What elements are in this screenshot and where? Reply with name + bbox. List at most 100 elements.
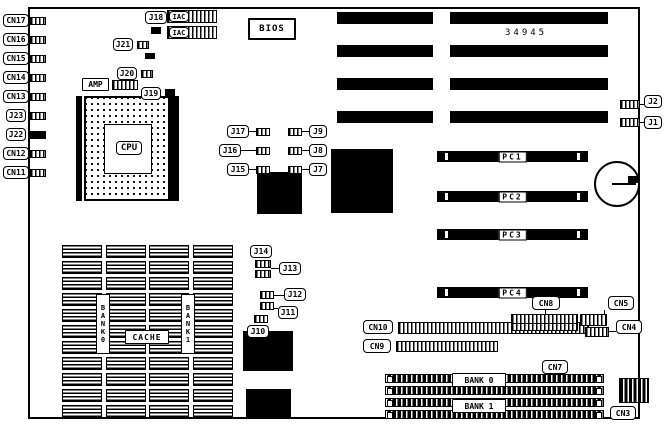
label-j2: J2 — [644, 95, 662, 108]
label-bank1-cache: BANK1 — [181, 294, 195, 354]
connector-j17 — [256, 128, 270, 136]
connector-cn15 — [30, 55, 46, 63]
isa-slot-4-left — [337, 111, 433, 123]
label-cn12: CN12 — [3, 147, 29, 160]
battery-clip-bar — [612, 183, 636, 185]
label-j23: J23 — [6, 109, 26, 122]
cache-chip — [149, 405, 189, 418]
label-cn9: CN9 — [363, 339, 391, 353]
cache-chip — [106, 309, 146, 322]
cache-chip — [149, 357, 189, 370]
cache-chip — [62, 373, 102, 386]
pci-slot-notch — [577, 193, 580, 200]
connector-cn12 — [30, 150, 46, 158]
pci-slot-notch — [577, 153, 580, 160]
leader-j9 — [302, 131, 309, 132]
isa-slot-2-left — [337, 45, 433, 57]
isa-slot-1-right — [450, 12, 608, 24]
qfp-chip-a — [257, 172, 302, 214]
pci-slot-notch — [445, 193, 448, 200]
cache-chip — [62, 261, 102, 274]
label-cn4: CN4 — [616, 320, 642, 334]
cache-chip — [106, 405, 146, 418]
leader-j11 — [274, 308, 278, 309]
part-number: 34945 — [505, 28, 548, 38]
leader-cn8 — [545, 310, 546, 314]
cache-chip-array — [62, 245, 233, 418]
cache-chip — [149, 389, 189, 402]
label-cn8: CN8 — [532, 296, 560, 310]
connector-j2 — [620, 100, 640, 109]
leader-j12 — [274, 295, 284, 296]
label-pc1: PC1 — [498, 151, 527, 162]
label-cn5: CN5 — [608, 296, 634, 310]
label-cn10: CN10 — [363, 320, 393, 334]
label-j16: J16 — [219, 144, 241, 157]
amp-connector — [112, 80, 138, 90]
isa-slot-2-right — [450, 45, 608, 57]
label-j15: J15 — [227, 163, 249, 176]
simm-slot-2 — [385, 386, 604, 395]
cpu-side-bar-left — [76, 96, 82, 201]
pci-slot-notch — [445, 153, 448, 160]
cache-chip — [193, 245, 233, 258]
label-j17: J17 — [227, 125, 249, 138]
label-j18: J18 — [145, 11, 167, 24]
label-cache: CACHE — [125, 330, 169, 344]
label-iac-2: IAC — [169, 27, 189, 38]
connector-j13 — [255, 270, 271, 278]
label-amp: AMP — [82, 78, 109, 91]
connector-j20 — [141, 70, 153, 78]
label-j10: J10 — [247, 325, 269, 338]
label-j22: J22 — [6, 128, 26, 141]
cache-chip — [106, 245, 146, 258]
connector-j21 — [137, 41, 149, 49]
connector-j18 — [151, 27, 161, 34]
isa-slot-1-left — [337, 12, 433, 24]
label-cn11: CN11 — [3, 166, 29, 179]
label-cn16: CN16 — [3, 33, 29, 46]
cache-chip — [106, 357, 146, 370]
pci-slot-1: PC1 — [437, 151, 588, 162]
label-cn3: CN3 — [610, 406, 636, 420]
bios-chip: BIOS — [248, 18, 296, 40]
isa-slot-3-left — [337, 78, 433, 90]
label-j14: J14 — [250, 245, 272, 258]
pci-slot-notch — [445, 289, 448, 296]
connector-cn16 — [30, 36, 46, 44]
pci-slot-3: PC3 — [437, 229, 588, 240]
cache-chip — [193, 405, 233, 418]
connector-j9 — [288, 128, 302, 136]
pci-slot-notch — [577, 289, 580, 296]
cache-chip — [149, 261, 189, 274]
leader-j15 — [249, 169, 256, 170]
connector-cn5 — [580, 314, 607, 326]
cache-chip — [193, 277, 233, 290]
cache-chip — [62, 357, 102, 370]
connector-cn9 — [396, 341, 498, 352]
label-pc3: PC3 — [498, 229, 527, 240]
cn8-pin-row-divider — [512, 323, 577, 324]
cpu-side-bar-right — [169, 96, 179, 201]
leader-j16 — [241, 150, 256, 151]
leader-j13 — [271, 268, 279, 269]
qfp-chip-b — [331, 149, 393, 213]
connector-cn8 — [511, 314, 578, 331]
cache-chip — [106, 261, 146, 274]
isa-slot-4-right — [450, 111, 608, 123]
label-bank0-cache: BANK0 — [96, 294, 110, 354]
connector-j11 — [260, 302, 274, 310]
cache-chip — [149, 373, 189, 386]
cache-chip — [193, 325, 233, 338]
connector-j16 — [256, 147, 270, 155]
cache-chip — [62, 277, 102, 290]
connector-j22 — [30, 131, 46, 139]
label-cn14: CN14 — [3, 71, 29, 84]
label-bank0-simm: BANK 0 — [452, 373, 506, 387]
cache-chip — [62, 405, 102, 418]
label-cn7: CN7 — [542, 360, 568, 374]
label-j1: J1 — [644, 116, 662, 129]
cache-chip — [106, 293, 146, 306]
isa-slot-3-right — [450, 78, 608, 90]
cache-chip — [193, 309, 233, 322]
